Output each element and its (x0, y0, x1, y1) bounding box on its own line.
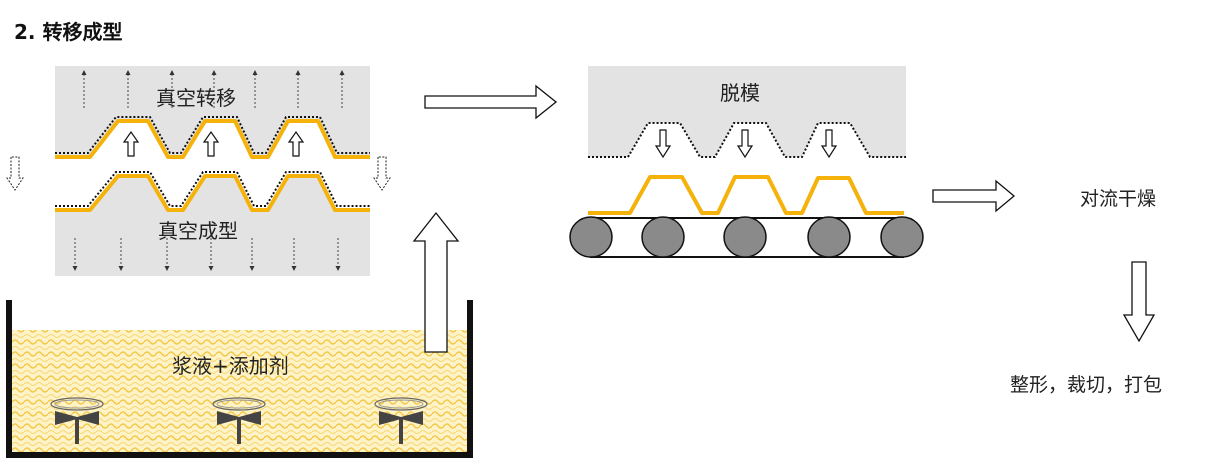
formed-product (55, 171, 370, 212)
slurry-label: 浆液+添加剂 (172, 354, 289, 378)
demolded-product (588, 175, 904, 215)
vacuum-down-arrows (74, 238, 339, 266)
vacuum-up-arrows (83, 74, 343, 108)
side-dashed-arrow-icons (6, 156, 391, 191)
arrow-down-icon (1122, 261, 1156, 343)
vacuum-forming-label: 真空成型 (158, 219, 238, 243)
roller-icon (723, 216, 767, 258)
finishing-label: 整形，裁切，打包 (1010, 374, 1162, 396)
arrow-right-icon (932, 179, 1016, 213)
roller-icon (880, 216, 924, 258)
transferred-product (55, 116, 370, 159)
vacuum-transfer-label: 真空转移 (156, 86, 236, 110)
forming-mold-profile (55, 176, 370, 208)
arrow-right-icon (424, 84, 558, 120)
roller-icon (641, 216, 685, 258)
slurry-tank (6, 300, 473, 458)
agitator-icon (212, 397, 266, 444)
roller-icon (569, 216, 613, 258)
agitator-icon (50, 397, 104, 444)
conveyor (569, 216, 924, 258)
roller-icon (807, 216, 851, 258)
demold-arrow-down-icons (654, 129, 838, 159)
transfer-arrow-up-icons (122, 130, 305, 157)
agitator-icon (374, 397, 428, 444)
demold-panel (588, 66, 906, 158)
page-title: 2. 转移成型 (14, 20, 122, 44)
convection-drying-label: 对流干燥 (1080, 188, 1156, 210)
slurry-up-arrow-icon (412, 211, 460, 353)
demold-label: 脱模 (720, 81, 760, 105)
